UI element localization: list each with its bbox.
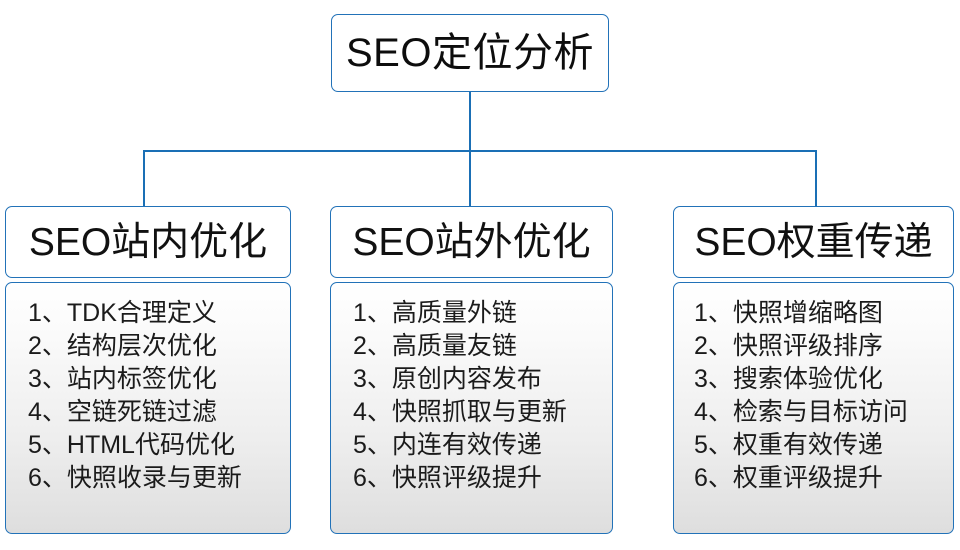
list-item-index: 4、 <box>28 398 67 426</box>
branch-column-2: SEO站外优化 1、高质量外链 2、高质量友链 3、原创内容发布 4、快照抓取与… <box>330 206 613 534</box>
list-item-index: 6、 <box>28 464 67 492</box>
list-item-index: 5、 <box>28 431 67 459</box>
list-item-index: 6、 <box>353 464 392 492</box>
list-item-index: 5、 <box>694 431 733 459</box>
list-item-index: 3、 <box>353 365 392 393</box>
list-item-text: 站内标签优化 <box>66 365 217 393</box>
list-item-index: 3、 <box>28 365 67 393</box>
branch-header-3[interactable]: SEO权重传递 <box>673 206 954 278</box>
list-item-index: 4、 <box>353 398 392 426</box>
list-item-index: 3、 <box>694 365 733 393</box>
list-item: 5、内连有效传递 <box>331 429 612 462</box>
list-item: 3、站内标签优化 <box>6 363 290 396</box>
list-item-text: 权重有效传递 <box>732 431 883 459</box>
list-item-text: 原创内容发布 <box>391 365 542 393</box>
list-item-index: 1、 <box>353 299 392 327</box>
list-item-index: 2、 <box>353 332 392 360</box>
connector-drop-branch-1 <box>143 150 145 207</box>
branch-body-3: 1、快照增缩略图 2、快照评级排序 3、搜索体验优化 4、检索与目标访问 5、权… <box>673 282 954 534</box>
branch-body-2: 1、高质量外链 2、高质量友链 3、原创内容发布 4、快照抓取与更新 5、内连有… <box>330 282 613 534</box>
list-item: 3、搜索体验优化 <box>674 363 953 396</box>
connector-drop-branch-3 <box>815 150 817 207</box>
list-item-text: 内连有效传递 <box>391 431 542 459</box>
list-item-text: 快照评级排序 <box>732 332 883 360</box>
list-item: 5、HTML代码优化 <box>6 429 290 462</box>
list-item: 1、快照增缩略图 <box>674 297 953 330</box>
list-item-index: 1、 <box>28 299 67 327</box>
list-item: 3、原创内容发布 <box>331 363 612 396</box>
list-item: 6、快照收录与更新 <box>6 462 290 495</box>
list-item: 6、权重评级提升 <box>674 462 953 495</box>
branch-header-2[interactable]: SEO站外优化 <box>330 206 613 278</box>
branch-header-1[interactable]: SEO站内优化 <box>5 206 291 278</box>
list-item: 6、快照评级提升 <box>331 462 612 495</box>
branch-header-label-1: SEO站内优化 <box>28 220 268 264</box>
list-item-index: 1、 <box>694 299 733 327</box>
list-item-text: 高质量外链 <box>391 299 517 327</box>
list-item: 2、快照评级排序 <box>674 330 953 363</box>
branch-column-3: SEO权重传递 1、快照增缩略图 2、快照评级排序 3、搜索体验优化 4、检索与… <box>673 206 954 534</box>
list-item-text: 权重评级提升 <box>732 464 883 492</box>
list-item-index: 6、 <box>694 464 733 492</box>
branch-column-1: SEO站内优化 1、TDK合理定义 2、结构层次优化 3、站内标签优化 4、空链… <box>5 206 291 534</box>
list-item-text: 空链死链过滤 <box>66 398 217 426</box>
list-item: 5、权重有效传递 <box>674 429 953 462</box>
list-item-text: 快照增缩略图 <box>732 299 883 327</box>
list-item: 2、高质量友链 <box>331 330 612 363</box>
connector-root-stem <box>469 92 471 152</box>
root-node-label: SEO定位分析 <box>346 31 594 75</box>
connector-drop-branch-2 <box>469 150 471 207</box>
list-item-text: TDK合理定义 <box>66 299 217 327</box>
connector-horizontal-bus <box>143 150 817 152</box>
branch-header-label-3: SEO权重传递 <box>694 220 933 264</box>
list-item: 1、TDK合理定义 <box>6 297 290 330</box>
list-item-text: 检索与目标访问 <box>732 398 908 426</box>
list-item: 2、结构层次优化 <box>6 330 290 363</box>
list-item-index: 2、 <box>694 332 733 360</box>
list-item-text: 结构层次优化 <box>66 332 217 360</box>
list-item: 1、高质量外链 <box>331 297 612 330</box>
branch-header-label-2: SEO站外优化 <box>352 220 591 264</box>
list-item: 4、空链死链过滤 <box>6 396 290 429</box>
list-item-index: 4、 <box>694 398 733 426</box>
list-item-text: 搜索体验优化 <box>732 365 883 393</box>
list-item-text: 快照抓取与更新 <box>391 398 567 426</box>
root-node[interactable]: SEO定位分析 <box>331 14 609 92</box>
list-item-text: 快照评级提升 <box>391 464 542 492</box>
list-item-text: 高质量友链 <box>391 332 517 360</box>
list-item: 4、检索与目标访问 <box>674 396 953 429</box>
list-item-index: 2、 <box>28 332 67 360</box>
list-item: 4、快照抓取与更新 <box>331 396 612 429</box>
list-item-text: 快照收录与更新 <box>66 464 242 492</box>
list-item-index: 5、 <box>353 431 392 459</box>
list-item-text: HTML代码优化 <box>66 431 235 459</box>
branch-body-1: 1、TDK合理定义 2、结构层次优化 3、站内标签优化 4、空链死链过滤 5、H… <box>5 282 291 534</box>
